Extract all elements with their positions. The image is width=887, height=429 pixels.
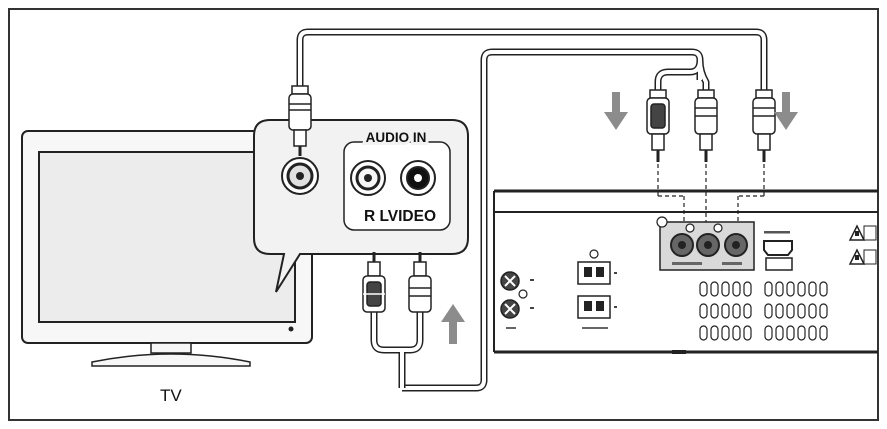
vent-slot <box>699 281 708 297</box>
speaker-terminals <box>577 249 617 329</box>
arrow-down-right <box>774 92 798 130</box>
receiver-rear-panel <box>493 189 878 354</box>
audio-plug-tv-l <box>408 252 432 313</box>
vent-slot <box>786 303 795 319</box>
vent-slot <box>775 303 784 319</box>
receiver-audio-jack-1 <box>670 233 694 257</box>
receiver-video-jack <box>724 233 748 257</box>
vent-slot <box>764 303 773 319</box>
tv-illustration: TV <box>21 130 313 405</box>
vent-slot <box>721 303 730 319</box>
vent-slot <box>710 325 719 341</box>
vent-slot <box>743 303 752 319</box>
vent-slot <box>710 303 719 319</box>
video-cable <box>296 28 768 92</box>
vent-slot <box>721 281 730 297</box>
video-plug-receiver <box>752 89 776 162</box>
vent-slot <box>797 281 806 297</box>
audio-in-jack-l <box>400 160 436 196</box>
tv-audio-cable-split <box>370 312 424 388</box>
receiver-audio-jack-2 <box>696 233 720 257</box>
ventilation-grille <box>699 281 828 341</box>
tv-screen <box>38 151 296 323</box>
audio-in-jack-r <box>350 160 386 196</box>
audio-in-label: AUDIO IN <box>366 130 427 145</box>
video-plug-tv <box>288 85 312 156</box>
vent-slot <box>808 325 817 341</box>
vent-slot <box>710 281 719 297</box>
receiver-output-block <box>656 216 755 271</box>
vent-slot <box>797 325 806 341</box>
tv-label: TV <box>160 386 182 405</box>
vent-slot <box>699 325 708 341</box>
hdmi-port <box>763 231 793 271</box>
tv-neck <box>150 342 192 354</box>
vent-slot <box>743 325 752 341</box>
vent-slot <box>732 325 741 341</box>
vent-slot <box>797 303 806 319</box>
audio-plug-tv-r <box>362 252 386 313</box>
vent-slot <box>819 325 828 341</box>
vent-slot <box>808 303 817 319</box>
vent-slot <box>732 281 741 297</box>
arrow-up <box>441 304 465 344</box>
antenna-terminals <box>500 271 534 329</box>
tv-video-jack <box>281 157 319 195</box>
audio-plug-receiver-l <box>694 89 718 162</box>
connection-guides <box>657 164 765 226</box>
vent-slot <box>699 303 708 319</box>
audio-plug-receiver-r <box>646 89 670 162</box>
vent-slot <box>721 325 730 341</box>
tv-power-led <box>288 326 294 332</box>
vent-slot <box>732 303 741 319</box>
vent-slot <box>819 281 828 297</box>
vent-slot <box>764 281 773 297</box>
vent-slot <box>819 303 828 319</box>
vent-slot <box>775 325 784 341</box>
vent-slot <box>775 281 784 297</box>
channel-labels: R LVIDEO <box>364 208 436 225</box>
vent-slot <box>786 281 795 297</box>
vent-slot <box>743 281 752 297</box>
warning-icon-top <box>848 224 877 241</box>
vent-slot <box>808 281 817 297</box>
warning-icon-bottom <box>848 248 877 265</box>
tv-stand <box>91 353 251 367</box>
arrow-down-left <box>604 92 628 130</box>
vent-slot <box>786 325 795 341</box>
audio-cable <box>402 48 710 392</box>
vent-slot <box>764 325 773 341</box>
